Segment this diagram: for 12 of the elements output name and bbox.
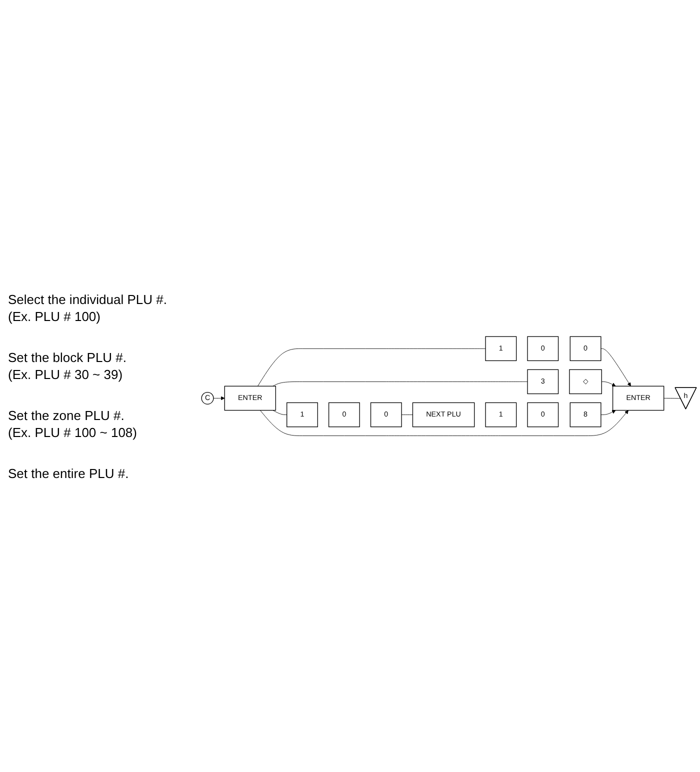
note-text: (Ex. PLU # 30 ~ 39)	[8, 366, 124, 382]
connector	[272, 381, 528, 386]
note-text: (Ex. PLU # 100 ~ 108)	[8, 424, 138, 440]
connector	[401, 414, 413, 415]
connector	[258, 348, 486, 386]
connector	[664, 398, 681, 399]
note-text: Set the zone PLU #.	[8, 408, 126, 422]
note-text: Set the entire PLU #.	[8, 466, 130, 480]
note-text: Select the individual PLU #.	[8, 292, 168, 306]
note-text: (Ex. PLU # 100)	[8, 308, 102, 324]
note-text: Set the block PLU #.	[8, 350, 128, 364]
connector	[272, 410, 288, 415]
